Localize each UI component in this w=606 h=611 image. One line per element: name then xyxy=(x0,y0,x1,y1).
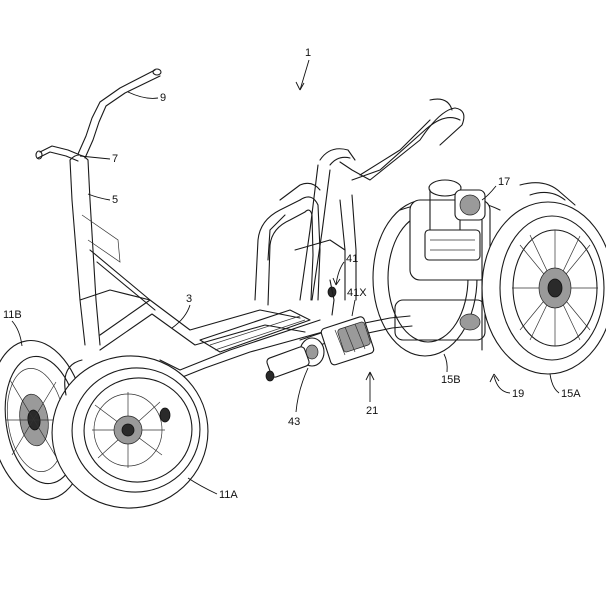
label-pedal-mount: 41 xyxy=(346,253,358,265)
label-front-wheel-right: 11A xyxy=(219,489,238,501)
crank-pedal-unit xyxy=(265,279,413,382)
label-motor: 17 xyxy=(498,176,510,188)
handlebar xyxy=(35,68,162,162)
label-steering-column: 5 xyxy=(112,194,118,206)
label-rear-axle: 19 xyxy=(512,388,524,400)
label-crank-unit: 43 xyxy=(288,416,300,428)
rear-roll-frame xyxy=(254,98,465,306)
label-frame: 3 xyxy=(186,293,192,305)
steering-column xyxy=(69,154,156,346)
label-overall: 1 xyxy=(305,47,311,59)
front-wheel-right xyxy=(51,355,209,509)
rear-wheel-outer xyxy=(481,201,606,375)
callouts: 1 9 7 5 3 11B 11A 41 41X 43 21 xyxy=(3,47,581,501)
label-drive-unit: 21 xyxy=(366,405,378,417)
label-rear-wheel-inner: 15B xyxy=(441,374,461,386)
motor-housing xyxy=(394,179,576,341)
main-frame xyxy=(99,299,331,381)
label-rear-wheel-outer: 15A xyxy=(561,388,581,400)
label-stem: 7 xyxy=(112,153,118,165)
label-pedal-axis: 41X xyxy=(347,287,367,299)
label-handlebar: 9 xyxy=(160,92,166,104)
label-front-wheel-left: 11B xyxy=(3,309,22,321)
